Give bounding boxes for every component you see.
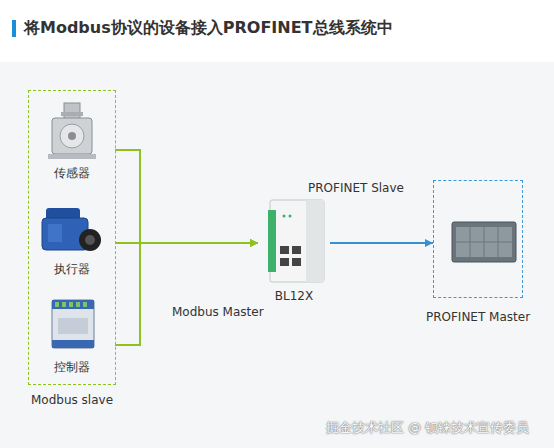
- sensor-node: 传感器: [29, 99, 115, 187]
- panel: [0, 62, 554, 448]
- diagram-title: 将Modbus协议的设备接入PROFINET总线系统中: [24, 18, 393, 38]
- connector-arrow: [330, 242, 433, 244]
- controller-icon: [52, 300, 94, 348]
- sensor-icon: [48, 103, 96, 159]
- node-text: 传感器: [29, 165, 115, 181]
- watermark: 掘金技术社区 @ 钡铼技术宣传委员: [326, 420, 529, 436]
- title-bar: [12, 20, 16, 37]
- node-text: 控制器: [29, 359, 115, 375]
- actuator-node: 执行器: [29, 195, 115, 283]
- gateway-node: BL12X: [258, 196, 330, 304]
- node-text: BL12X: [258, 288, 330, 304]
- master-group: PROFINET Master: [433, 180, 523, 298]
- node-text: Modbus slave: [19, 392, 125, 408]
- role-label: PROFINET Slave: [308, 180, 404, 196]
- controller-node: 控制器: [29, 291, 115, 379]
- actuator-icon: [42, 208, 101, 251]
- node-text: PROFINET Master: [404, 309, 552, 325]
- device-group: Modbus slave传感器执行器控制器: [28, 90, 116, 385]
- role-label: Modbus Master: [172, 304, 264, 320]
- connector-arrow: [115, 243, 258, 345]
- gateway-icon: [268, 200, 324, 282]
- connector-arrow: [115, 150, 258, 243]
- node-text: 执行器: [29, 261, 115, 277]
- plc-icon: [452, 222, 516, 262]
